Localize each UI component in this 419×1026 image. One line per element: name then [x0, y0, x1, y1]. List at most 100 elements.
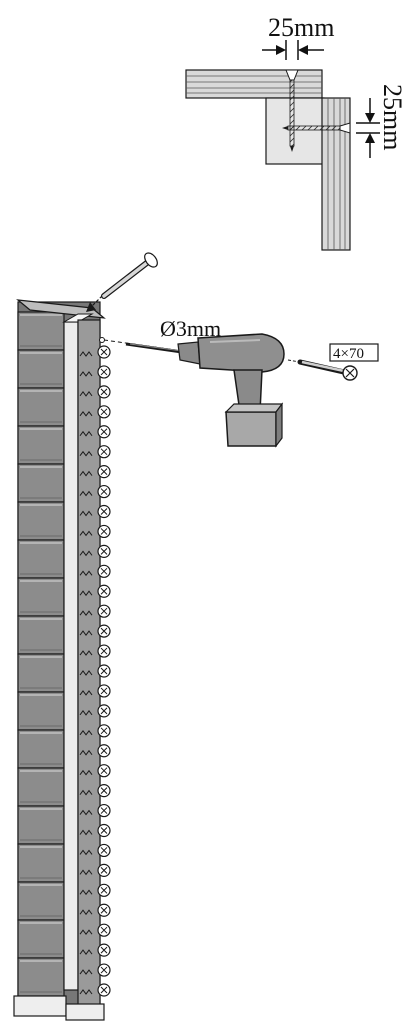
screw-thread-mark: [79, 989, 93, 995]
joint-block: [265, 97, 325, 165]
screw-cross-mark: [100, 508, 108, 515]
screw-cross-mark: [100, 966, 108, 974]
screw-cross-mark: [100, 468, 108, 475]
screw-cross-mark: [100, 727, 108, 735]
slat: [17, 311, 65, 351]
slat: [17, 767, 65, 807]
dimension-horizontal-label: 25mm: [268, 13, 334, 42]
screw-size-label: 4×70: [333, 346, 364, 362]
screw-cross-mark: [100, 986, 108, 994]
drill-body: [197, 333, 285, 373]
screw-thread-mark: [79, 809, 93, 816]
screw-thread-mark: [79, 969, 93, 975]
vertical-joint-screw: [285, 69, 299, 152]
screw-thread-mark: [79, 710, 93, 716]
slat: [17, 349, 65, 389]
screw-thread-mark: [79, 371, 93, 377]
screw-cross-mark: [100, 448, 108, 456]
screw-cross-mark: [100, 587, 108, 595]
screw-cross-mark: [100, 388, 108, 396]
slat: [17, 919, 65, 959]
screw-cross-mark: [100, 607, 108, 615]
screw-thread-mark: [79, 510, 93, 517]
screw-thread-mark: [79, 769, 93, 776]
screw-cross-mark: [100, 627, 108, 635]
screw-cross-mark: [100, 567, 108, 575]
screw-thread-mark: [79, 450, 93, 457]
slat: [17, 691, 65, 731]
slat: [17, 425, 65, 465]
top-nail: [101, 252, 158, 299]
screw-thread-mark: [79, 391, 93, 397]
screw-cross-mark: [100, 747, 108, 755]
screw-thread-mark: [79, 829, 93, 836]
screw-thread-mark: [79, 630, 93, 636]
screw-thread-mark: [79, 610, 93, 617]
screw-cross-mark: [100, 687, 108, 695]
screw-thread-mark: [79, 729, 93, 736]
screw-size-tag: 4×70: [329, 343, 379, 362]
drill-battery: [225, 411, 277, 447]
screw-thread-mark: [79, 909, 93, 916]
dimension-vertical-label: 25mm: [378, 84, 407, 150]
horizontal-joint-screw: [282, 122, 351, 134]
screw-thread-mark: [79, 789, 93, 796]
screw-thread-mark: [79, 410, 93, 417]
slat-stack: [17, 311, 65, 997]
slat: [17, 577, 65, 617]
screw-cross-mark: [100, 807, 108, 814]
screw-thread-mark: [79, 849, 93, 856]
screw-cross-mark: [100, 867, 108, 874]
screw-thread-mark: [79, 470, 93, 477]
screw-cross-mark: [100, 667, 108, 675]
screw-cross-mark: [100, 767, 108, 775]
screw-thread-mark: [79, 869, 93, 876]
screw-thread-mark: [79, 929, 93, 936]
insert-arrow: [86, 295, 103, 312]
screw-cross-mark: [100, 647, 108, 655]
screw-cross-mark: [100, 368, 108, 376]
screw-thread-mark: [79, 690, 93, 696]
screw-cross-mark: [100, 906, 108, 914]
screw-cross-mark: [100, 787, 108, 794]
screw-thread-mark: [79, 490, 93, 497]
screw-column: [79, 345, 111, 997]
screw-cross-mark: [100, 348, 108, 356]
screw-thread-mark: [79, 351, 93, 357]
slat-panel: [13, 299, 111, 1021]
screw-thread-mark: [79, 749, 93, 756]
slat: [17, 387, 65, 427]
slat: [17, 653, 65, 693]
screw-cross-mark: [100, 827, 108, 834]
slat: [17, 501, 65, 541]
slat: [17, 615, 65, 655]
panel-side-face: [77, 319, 101, 1011]
screw-cross-mark: [100, 428, 108, 436]
slat: [17, 539, 65, 579]
screw-cross-mark: [100, 946, 108, 954]
dimension-horizontal: 25mm: [262, 13, 334, 60]
slat: [17, 805, 65, 845]
slat: [17, 957, 65, 997]
horizontal-board: [185, 69, 323, 99]
screw-cross-mark: [100, 528, 108, 535]
screw-cross-mark: [100, 408, 108, 416]
screw-cross-mark: [100, 488, 108, 495]
long-screw: [287, 359, 358, 381]
screw-thread-mark: [79, 590, 93, 597]
drill-bit-label: Ø3mm: [160, 316, 221, 341]
slat: [17, 843, 65, 883]
screw-thread-mark: [79, 889, 93, 896]
screw-cross-mark: [100, 847, 108, 854]
screw-cross-mark: [100, 886, 108, 894]
drill-bit: [125, 342, 183, 354]
base-block-left: [13, 995, 67, 1017]
vertical-board: [321, 97, 351, 251]
screw-thread-mark: [79, 430, 93, 437]
base-block-right: [65, 1003, 105, 1021]
pilot-hole: [99, 337, 105, 343]
drill-chuck: [177, 341, 201, 365]
screw-thread-mark: [79, 670, 93, 676]
corner-post-top: [62, 313, 94, 323]
